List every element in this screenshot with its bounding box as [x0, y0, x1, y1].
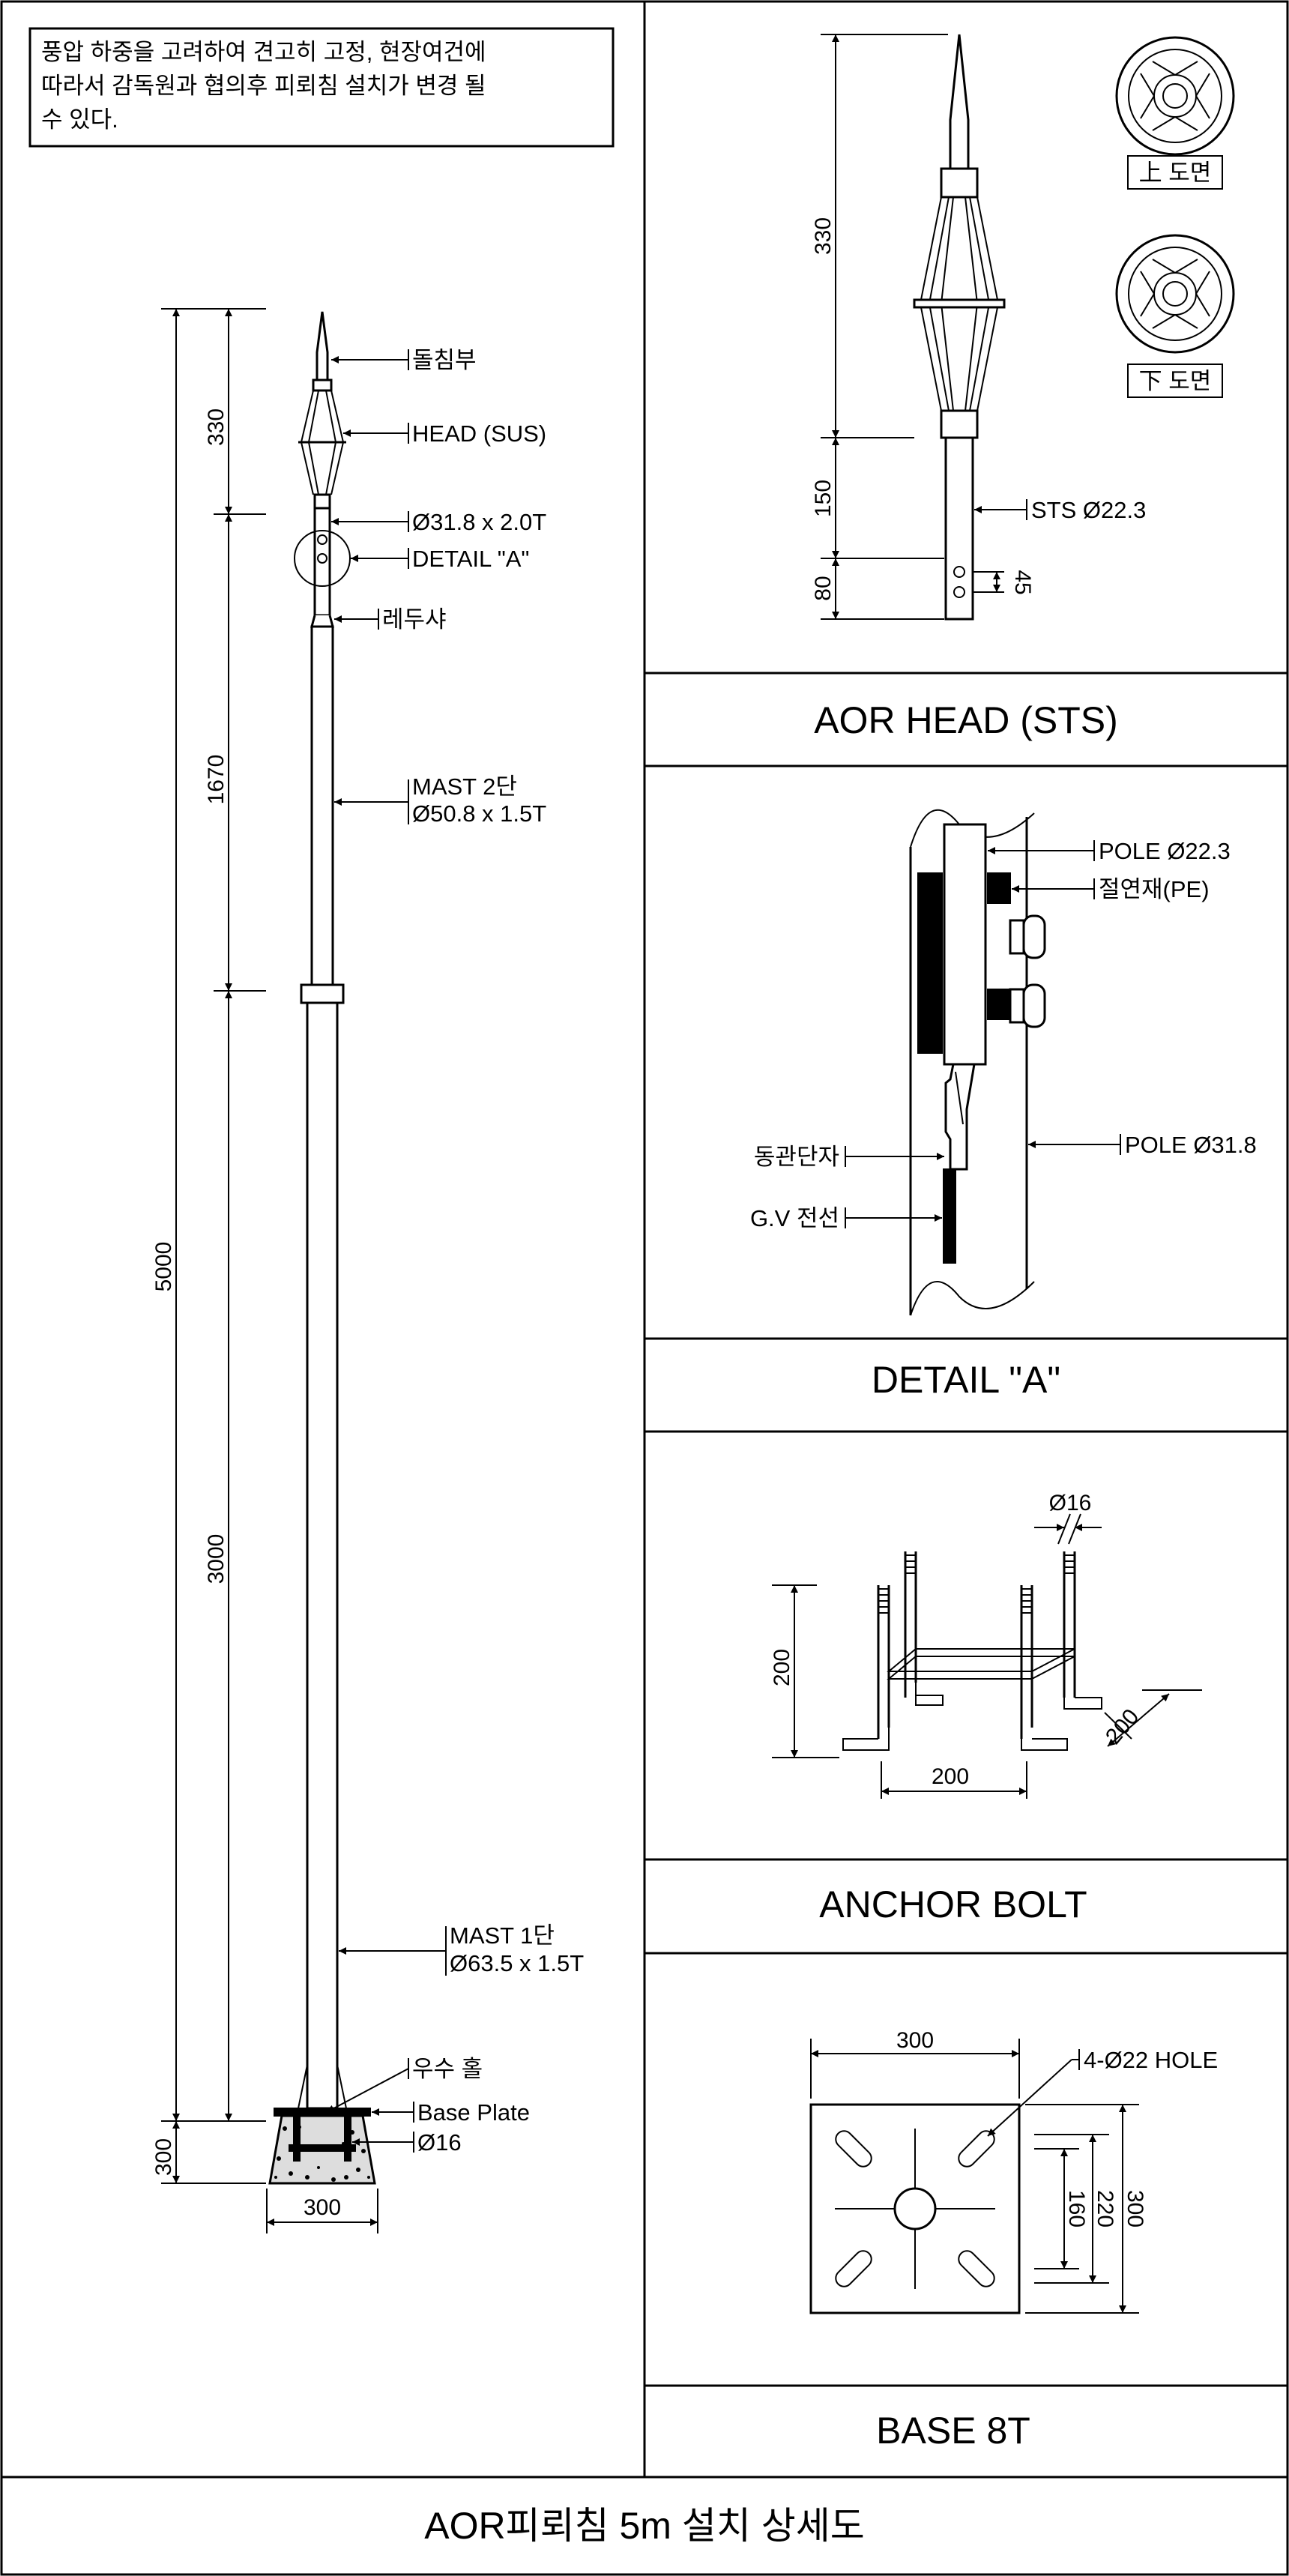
copper-terminal: [944, 1063, 976, 1171]
label-insulator: 절연재(PE): [1099, 876, 1210, 902]
insulator-right: [987, 872, 1011, 904]
detail-panel: POLE Ø22.3 절연재(PE) POLE Ø31.8 동관단자 G.V 전…: [750, 809, 1257, 1401]
head-top-view: 上 도면: [1115, 36, 1235, 190]
label-wire: G.V 전선: [750, 1205, 839, 1231]
detail-panel-caption: DETAIL "A": [872, 1359, 1060, 1401]
label-terminal: 동관단자: [754, 1144, 839, 1170]
mast-2: [310, 625, 334, 986]
mast-labels: 돌침부 HEAD (SUS) Ø31.8 x 2.0T DETAIL "A" 레…: [326, 347, 584, 2156]
label-baseplate: Base Plate: [417, 2099, 530, 2126]
base-plate: [274, 2108, 371, 2117]
base-dim-220: 220: [1093, 2190, 1117, 2227]
inner-pole: [943, 823, 987, 1066]
base-panel: 300 4-Ø22 HOLE 160 220 300 BASE 8T: [809, 2028, 1218, 2452]
label-mast2-a: MAST 2단: [412, 773, 517, 800]
label-hole: 4-Ø22 HOLE: [1084, 2047, 1218, 2073]
note-line-2: 따라서 감독원과 협의후 피뢰침 설치가 변경 될: [41, 73, 486, 99]
lightning-tip: [316, 311, 329, 381]
note-line-3: 수 있다.: [41, 106, 118, 133]
base-plate-square: [809, 2103, 1021, 2314]
dim-1670: 1670: [204, 755, 229, 805]
label-reducer: 레두샤: [382, 606, 447, 633]
mast-joint-collar: [300, 983, 345, 1004]
dim-300-horizontal: 300: [304, 2195, 341, 2220]
note-box: 풍압 하중을 고려하여 견고히 고정, 현장여건에 따라서 감독원과 협의후 피…: [28, 27, 615, 148]
dim-330: 330: [204, 408, 229, 446]
label-head: HEAD (SUS): [412, 420, 546, 447]
head-dim-45: 45: [1010, 570, 1035, 594]
anchor-dim-depth: 200: [1101, 1704, 1144, 1749]
dim-3000: 3000: [204, 1534, 229, 1584]
reducer: [310, 615, 334, 628]
anchor-dim-height: 200: [770, 1649, 794, 1686]
sts-shaft: [944, 436, 974, 621]
note-line-1: 풍압 하중을 고려하여 견고히 고정, 현장여건에: [41, 39, 486, 65]
anchor-dim-width: 200: [932, 1764, 969, 1789]
label-mast1-a: MAST 1단: [450, 1922, 555, 1949]
mast-dimensions: 5000 330 1670 3000 300 300: [151, 308, 378, 2233]
label-mast2-b: Ø50.8 x 1.5T: [412, 800, 546, 827]
dim-300-vertical: 300: [151, 2138, 176, 2176]
center-hole: [893, 2187, 937, 2230]
label-pole-large: POLE Ø31.8: [1125, 1132, 1257, 1158]
label-drain: 우수 홀: [412, 2056, 483, 2082]
drawing-title: AOR피뢰침 5m 설치 상세도: [424, 2505, 864, 2547]
label-sts: STS Ø22.3: [1031, 497, 1146, 523]
insulator-left: [917, 872, 943, 1054]
head-cage: [298, 390, 346, 510]
anchor-dim-diameter: Ø16: [1049, 1491, 1092, 1515]
label-bolt: Ø16: [417, 2129, 462, 2156]
head-panel-caption: AOR HEAD (STS): [814, 699, 1118, 741]
mast-1: [306, 1001, 339, 2110]
head-tip: [949, 34, 970, 170]
label-pipe: Ø31.8 x 2.0T: [412, 509, 546, 535]
gv-wire: [943, 1168, 956, 1264]
dim-total: 5000: [151, 1242, 176, 1292]
tip-collar: [312, 378, 333, 392]
label-tip: 돌침부: [412, 347, 477, 373]
top-view-label: 上 도면: [1139, 160, 1212, 186]
detail-a-circle: [294, 530, 351, 587]
base-dim-160: 160: [1064, 2190, 1089, 2227]
anchor-panel: 200 200 200 Ø16 ANCHOR BOLT: [770, 1491, 1202, 1925]
head-panel: 330 150 80 45 STS Ø22.3 上 도면: [811, 34, 1235, 741]
base-dim-300: 300: [1123, 2190, 1147, 2227]
head-cage-detail: [913, 196, 1006, 411]
base-panel-caption: BASE 8T: [876, 2410, 1030, 2452]
label-detail: DETAIL "A": [412, 546, 529, 572]
base-dim-width: 300: [896, 2028, 934, 2053]
mast-elevation: [268, 311, 376, 2185]
label-pole-small: POLE Ø22.3: [1099, 838, 1231, 864]
label-mast1-b: Ø63.5 x 1.5T: [450, 1950, 584, 1976]
head-bottom-view: 下 도면: [1115, 234, 1235, 398]
head-dim-80: 80: [811, 576, 836, 600]
bottom-view-label: 下 도면: [1139, 368, 1212, 394]
anchor-panel-caption: ANCHOR BOLT: [819, 1883, 1087, 1925]
upper-pipe: [313, 507, 331, 617]
head-dim-150: 150: [811, 480, 836, 517]
head-dim-330: 330: [811, 217, 836, 255]
